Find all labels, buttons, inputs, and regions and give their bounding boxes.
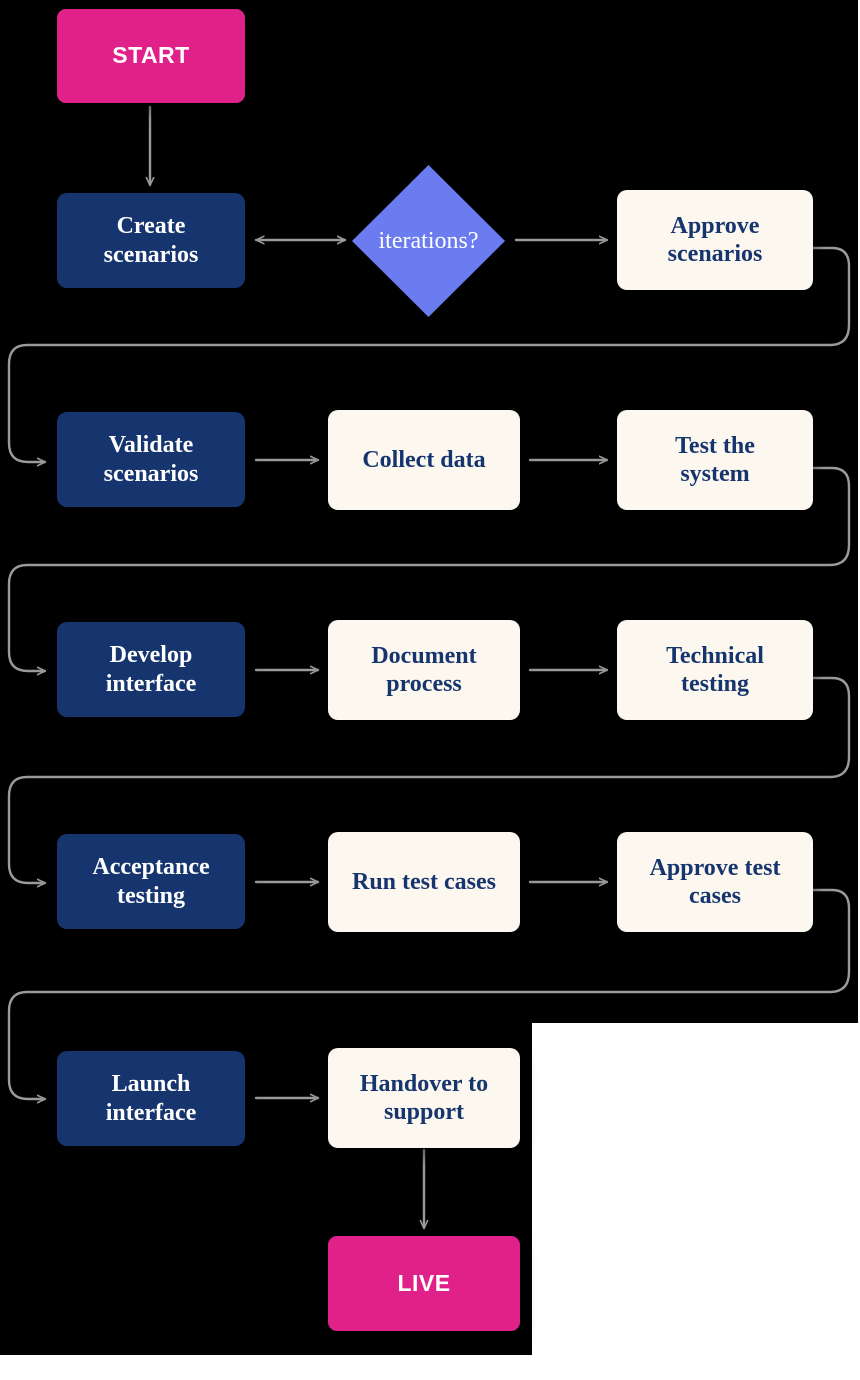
node-start[interactable]: START: [57, 9, 245, 103]
node-run-test-cases-label: Run test cases: [352, 868, 496, 895]
node-collect-data[interactable]: Collect data: [328, 410, 520, 510]
node-live-label: LIVE: [397, 1269, 451, 1296]
node-collect-data-label: Collect data: [362, 446, 486, 473]
node-run-test-cases[interactable]: Run test cases: [328, 832, 520, 932]
node-iterations-decision[interactable]: iterations?: [352, 165, 505, 317]
node-iterations-label: iterations?: [378, 227, 479, 254]
node-live[interactable]: LIVE: [328, 1236, 520, 1331]
node-start-label: START: [112, 42, 190, 69]
